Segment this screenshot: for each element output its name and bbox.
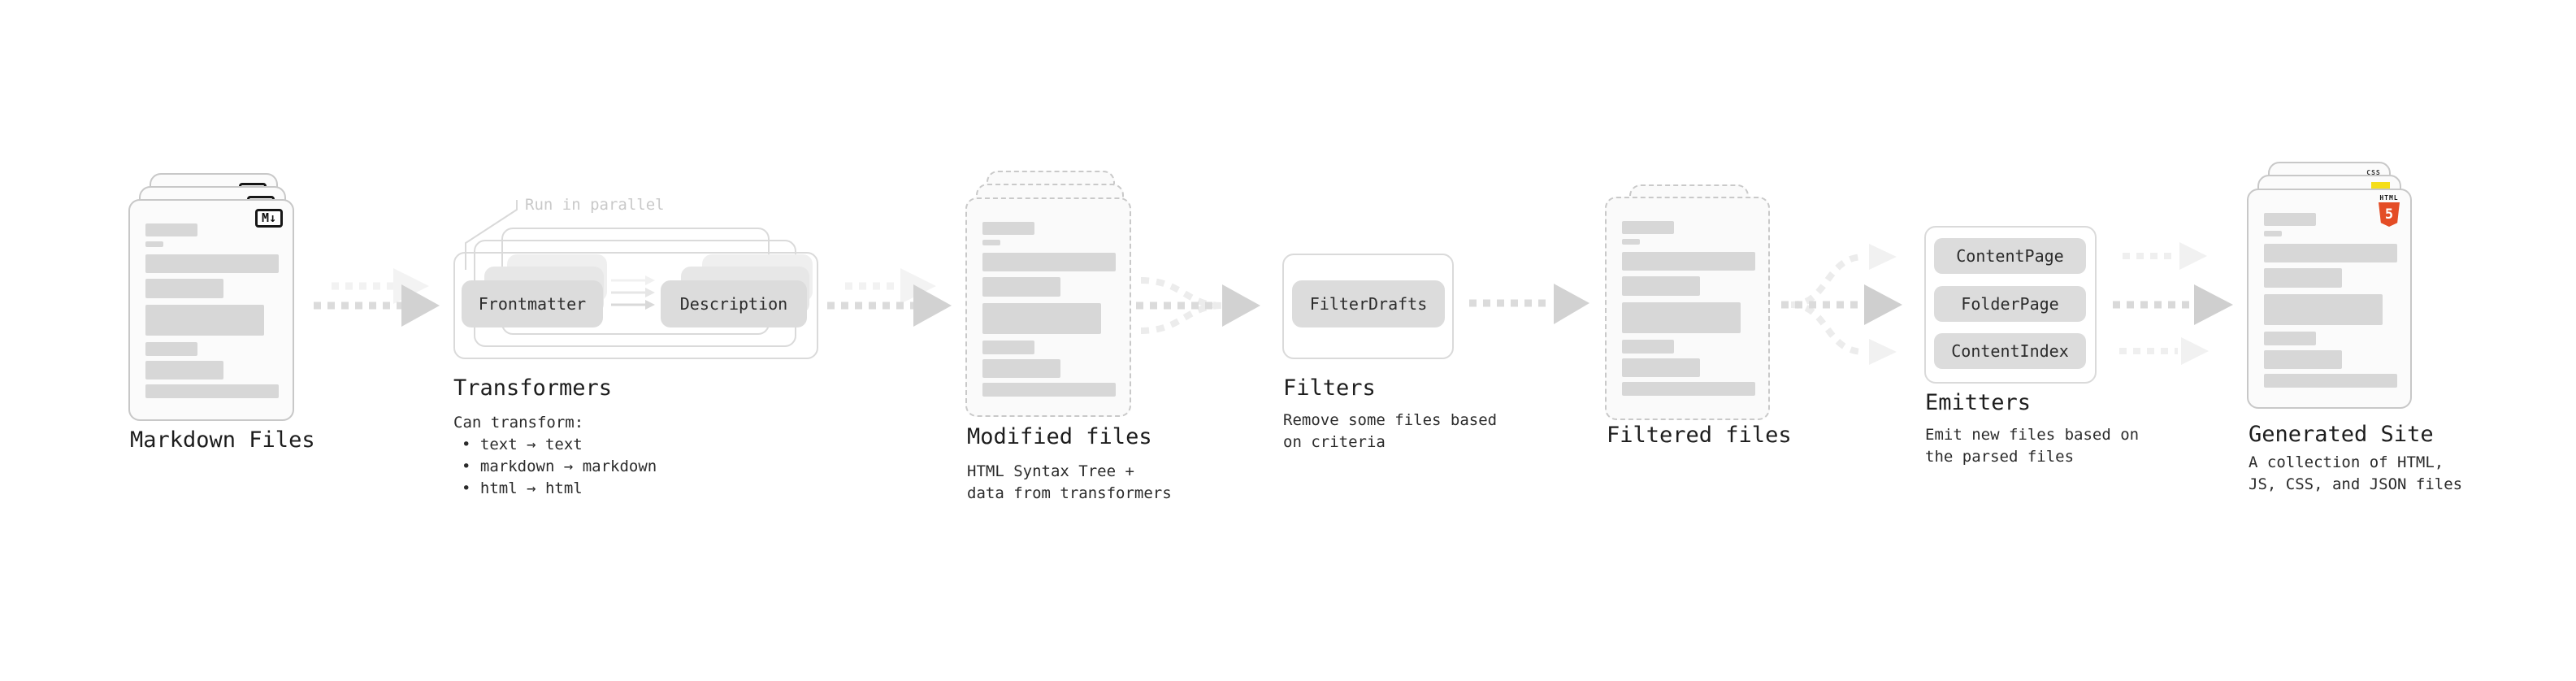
modified-file-card-front bbox=[965, 197, 1131, 417]
emitter-pill-contentindex: ContentIndex bbox=[1934, 333, 2086, 369]
skeleton-line bbox=[145, 223, 197, 236]
emitter-pill-contentpage: ContentPage bbox=[1934, 238, 2086, 274]
skeleton-line bbox=[145, 241, 163, 247]
skeleton-line bbox=[1622, 276, 1700, 296]
transformers-title: Transformers bbox=[453, 375, 613, 401]
emitters-title: Emitters bbox=[1925, 390, 2032, 415]
markdown-file-card-front: M↓ bbox=[128, 199, 294, 421]
frontmatter-pill: Frontmatter bbox=[462, 280, 603, 327]
filtered-file-card-front bbox=[1605, 197, 1770, 420]
bullet-text-to-text: • text → text bbox=[462, 436, 583, 453]
skeleton-line bbox=[1622, 302, 1741, 333]
emitter-pill-folderpage: FolderPage bbox=[1934, 286, 2086, 322]
modified-files-title: Modified files bbox=[967, 424, 1152, 449]
can-transform-heading: Can transform: bbox=[453, 414, 584, 432]
merge-top-curve bbox=[1140, 277, 1223, 309]
skeleton-line bbox=[982, 340, 1034, 354]
skeleton-line bbox=[145, 342, 197, 356]
generated-site-description: A collection of HTML, JS, CSS, and JSON … bbox=[2249, 453, 2463, 493]
skeleton-line bbox=[1622, 382, 1755, 396]
skeleton-line bbox=[2264, 294, 2383, 325]
skeleton-line bbox=[1622, 221, 1674, 234]
skeleton-line bbox=[982, 253, 1116, 271]
skeleton-line bbox=[2264, 374, 2397, 388]
emitters-description: Emit new files based on the parsed files bbox=[1925, 426, 2140, 466]
skeleton-line bbox=[982, 359, 1060, 378]
filters-description: Remove some files based on criteria bbox=[1283, 411, 1498, 451]
skeleton-line bbox=[2264, 231, 2282, 236]
skeleton-line bbox=[1622, 340, 1674, 354]
skeleton-line bbox=[2264, 213, 2316, 226]
skeleton-line bbox=[145, 384, 279, 398]
filtered-files-title: Filtered files bbox=[1607, 423, 1792, 448]
js-file-icon bbox=[2371, 182, 2390, 190]
bullet-html-to-html: • html → html bbox=[462, 479, 583, 497]
skeleton-line bbox=[2264, 332, 2316, 345]
fork-top-curve bbox=[1790, 254, 1865, 308]
generated-site-title: Generated Site bbox=[2249, 422, 2434, 447]
skeleton-line bbox=[982, 303, 1101, 334]
skeleton-line bbox=[1622, 358, 1700, 377]
merge-bottom-curve bbox=[1140, 302, 1223, 334]
skeleton-line bbox=[982, 383, 1116, 397]
run-in-parallel-label: Run in parallel bbox=[525, 196, 665, 214]
skeleton-line bbox=[2264, 268, 2342, 288]
skeleton-line bbox=[2264, 244, 2397, 262]
transformer-box-front bbox=[453, 252, 818, 359]
bullet-markdown-to-markdown: • markdown → markdown bbox=[462, 458, 657, 475]
skeleton-line bbox=[1622, 252, 1755, 271]
html5-icon: HTML 5 bbox=[2378, 194, 2400, 227]
transformers-description: Can transform: • text → text • markdown … bbox=[453, 412, 657, 500]
fork-bottom-curve bbox=[1790, 301, 1865, 355]
description-pill: Description bbox=[661, 280, 807, 327]
skeleton-line bbox=[2264, 350, 2342, 369]
skeleton-line bbox=[1622, 239, 1640, 245]
skeleton-line bbox=[145, 279, 223, 298]
skeleton-line bbox=[982, 222, 1034, 235]
skeleton-line bbox=[982, 277, 1060, 297]
skeleton-line bbox=[982, 240, 1000, 245]
skeleton-line bbox=[145, 305, 264, 336]
skeleton-line bbox=[145, 254, 279, 273]
filterdrafts-pill: FilterDrafts bbox=[1292, 280, 1445, 327]
markdown-icon: M↓ bbox=[254, 209, 283, 228]
modified-files-description: HTML Syntax Tree + data from transformer… bbox=[967, 462, 1172, 502]
filters-title: Filters bbox=[1283, 375, 1376, 401]
generated-html-card: HTML 5 bbox=[2247, 189, 2412, 409]
skeleton-line bbox=[145, 361, 223, 380]
markdown-files-title: Markdown Files bbox=[130, 427, 315, 453]
